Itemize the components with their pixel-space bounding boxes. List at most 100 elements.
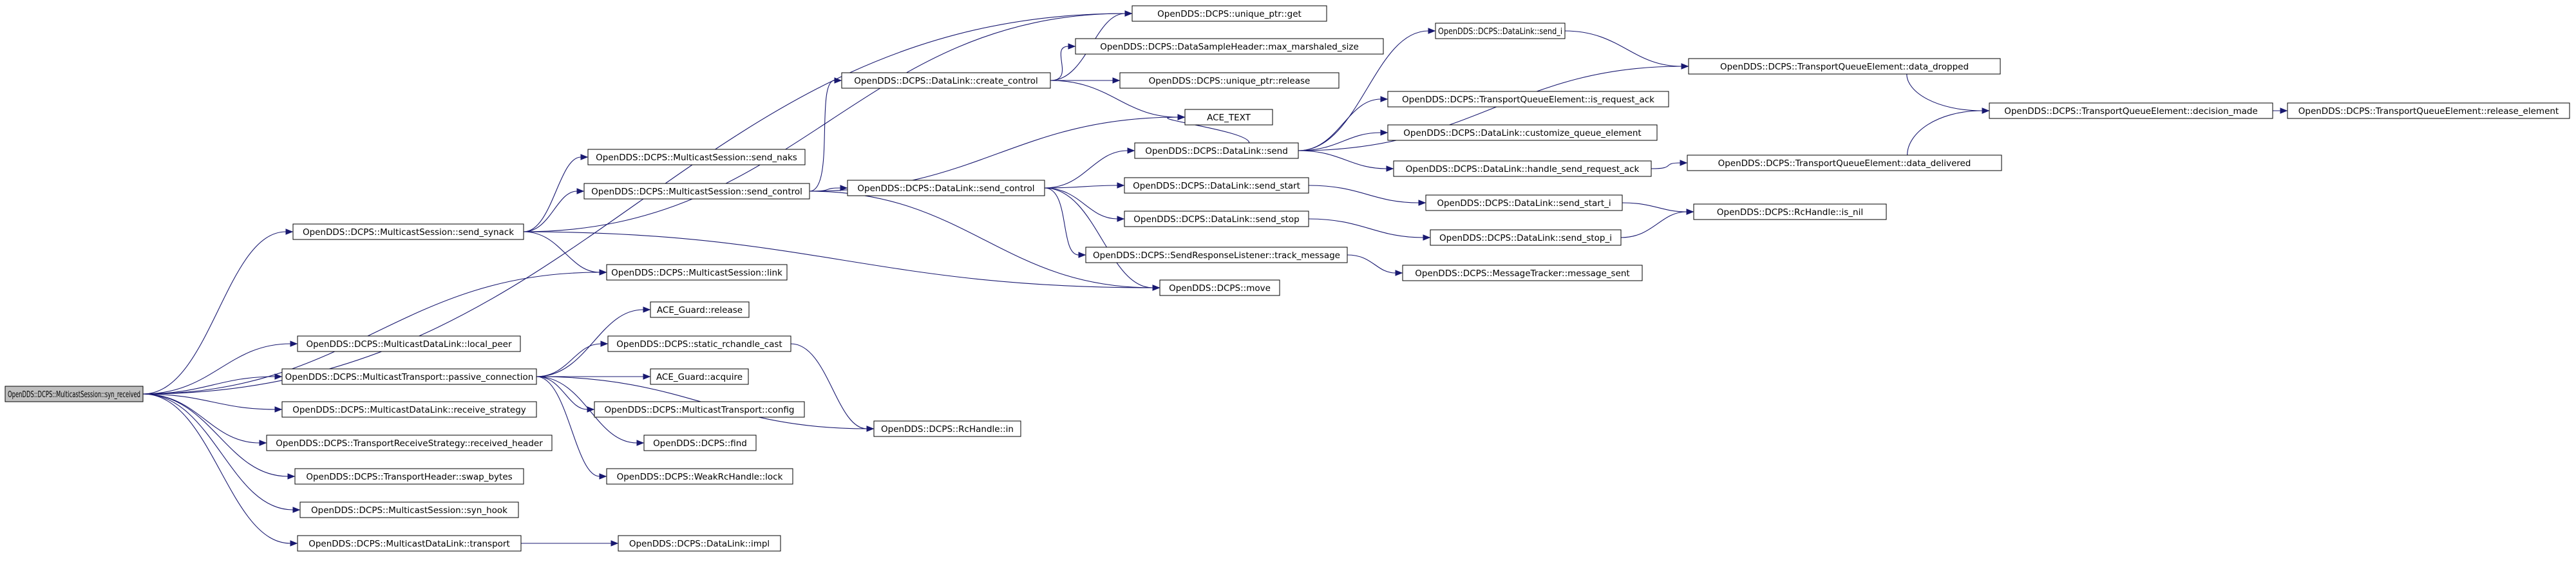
- node-decision-made[interactable]: OpenDDS::DCPS::TransportQueueElement::de…: [1989, 102, 2273, 119]
- call-edge: [1050, 46, 1069, 81]
- node-box[interactable]: [618, 535, 781, 552]
- node-box[interactable]: [297, 535, 522, 552]
- node-box[interactable]: [1687, 155, 2002, 171]
- node-send-start-i[interactable]: OpenDDS::DCPS::DataLink::send_start_i: [1425, 194, 1623, 211]
- node-box[interactable]: [607, 335, 791, 352]
- arrowhead-icon: [1112, 77, 1121, 84]
- node-box[interactable]: [1435, 23, 1566, 39]
- node-box[interactable]: [643, 435, 757, 451]
- node-box[interactable]: [847, 180, 1045, 196]
- node-box[interactable]: [1132, 5, 1327, 22]
- node-box[interactable]: [1119, 72, 1340, 89]
- node-swap-bytes[interactable]: OpenDDS::DCPS::TransportHeader::swap_byt…: [294, 468, 524, 485]
- node-box[interactable]: [1693, 203, 1887, 220]
- node-box[interactable]: [841, 72, 1051, 89]
- node-label: OpenDDS::DCPS::TransportHeader::swap_byt…: [306, 472, 512, 482]
- arrowhead-icon: [1982, 108, 1990, 114]
- node-customize-queue[interactable]: OpenDDS::DCPS::DataLink::customize_queue…: [1387, 124, 1658, 141]
- node-box[interactable]: [1430, 229, 1622, 246]
- node-mt-config[interactable]: OpenDDS::DCPS::MulticastTransport::confi…: [594, 401, 805, 418]
- node-box[interactable]: [1989, 102, 2273, 119]
- node-link[interactable]: OpenDDS::DCPS::MulticastSession::link: [606, 264, 788, 281]
- node-box[interactable]: [606, 264, 788, 281]
- node-box[interactable]: [583, 183, 810, 200]
- node-received-header[interactable]: OpenDDS::DCPS::TransportReceiveStrategy:…: [266, 435, 553, 451]
- node-send-control-dl[interactable]: OpenDDS::DCPS::DataLink::send_control: [847, 180, 1045, 196]
- node-box[interactable]: [297, 335, 521, 352]
- node-box[interactable]: [1134, 142, 1299, 159]
- node-label: ACE_Guard::acquire: [656, 372, 743, 382]
- node-label: OpenDDS::DCPS::TransportQueueElement::re…: [2298, 106, 2559, 117]
- node-send-start[interactable]: OpenDDS::DCPS::DataLink::send_start: [1124, 177, 1309, 194]
- node-box[interactable]: [1402, 265, 1643, 281]
- node-send-i[interactable]: OpenDDS::DCPS::DataLink::send_i: [1435, 23, 1566, 39]
- node-transport[interactable]: OpenDDS::DCPS::MulticastDataLink::transp…: [297, 535, 522, 552]
- node-box[interactable]: [281, 368, 537, 385]
- node-box[interactable]: [1393, 160, 1652, 177]
- node-box[interactable]: [281, 401, 537, 418]
- arrowhead-icon: [600, 341, 609, 347]
- node-message-sent[interactable]: OpenDDS::DCPS::MessageTracker::message_s…: [1402, 265, 1643, 281]
- node-create-control[interactable]: OpenDDS::DCPS::DataLink::create_control: [841, 72, 1051, 89]
- node-box[interactable]: [594, 401, 805, 418]
- node-box[interactable]: [294, 468, 524, 485]
- node-box[interactable]: [1075, 38, 1384, 55]
- node-syn-received[interactable]: OpenDDS::DCPS::MulticastSession::syn_rec…: [5, 386, 144, 402]
- node-send-naks[interactable]: OpenDDS::DCPS::MulticastSession::send_na…: [587, 149, 806, 165]
- node-track-message[interactable]: OpenDDS::DCPS::SendResponseListener::tra…: [1085, 247, 1348, 263]
- node-guard-acquire[interactable]: ACE_Guard::acquire: [650, 368, 749, 385]
- call-edge: [1651, 162, 1681, 169]
- node-label: OpenDDS::DCPS::MulticastDataLink::transp…: [308, 539, 510, 549]
- node-box[interactable]: [1124, 177, 1309, 194]
- node-box[interactable]: [650, 301, 750, 318]
- node-uptr-get[interactable]: OpenDDS::DCPS::unique_ptr::get: [1132, 5, 1327, 22]
- node-release-element[interactable]: OpenDDS::DCPS::TransportQueueElement::re…: [2287, 102, 2570, 119]
- node-passive-connection[interactable]: OpenDDS::DCPS::MulticastTransport::passi…: [281, 368, 537, 385]
- node-local-peer[interactable]: OpenDDS::DCPS::MulticastDataLink::local_…: [297, 335, 521, 352]
- node-send-stop-i[interactable]: OpenDDS::DCPS::DataLink::send_stop_i: [1430, 229, 1622, 246]
- node-box[interactable]: [299, 501, 519, 518]
- node-ace-text[interactable]: ACE_TEXT: [1184, 109, 1273, 126]
- node-is-request-ack[interactable]: OpenDDS::DCPS::TransportQueueElement::is…: [1387, 91, 1669, 108]
- call-edge: [1308, 185, 1419, 203]
- node-box[interactable]: [1688, 58, 2001, 75]
- node-dl-send[interactable]: OpenDDS::DCPS::DataLink::send: [1134, 142, 1299, 159]
- node-weak-lock[interactable]: OpenDDS::DCPS::WeakRcHandle::lock: [606, 468, 793, 485]
- node-send-stop[interactable]: OpenDDS::DCPS::DataLink::send_stop: [1124, 211, 1309, 227]
- node-box[interactable]: [1124, 211, 1309, 227]
- node-data-delivered[interactable]: OpenDDS::DCPS::TransportQueueElement::da…: [1687, 155, 2002, 171]
- node-box[interactable]: [650, 368, 749, 385]
- node-box[interactable]: [1184, 109, 1273, 126]
- node-handle-send-req-ack[interactable]: OpenDDS::DCPS::DataLink::handle_send_req…: [1393, 160, 1652, 177]
- node-send-synack[interactable]: OpenDDS::DCPS::MulticastSession::send_sy…: [292, 223, 524, 240]
- node-box[interactable]: [606, 468, 793, 485]
- node-box[interactable]: [587, 149, 806, 165]
- node-box[interactable]: [1159, 279, 1280, 296]
- node-receive-strategy[interactable]: OpenDDS::DCPS::MulticastDataLink::receiv…: [281, 401, 537, 418]
- node-box[interactable]: [1085, 247, 1348, 263]
- node-box[interactable]: [266, 435, 553, 451]
- call-edge: [809, 80, 835, 192]
- node-is-nil[interactable]: OpenDDS::DCPS::RcHandle::is_nil: [1693, 203, 1887, 220]
- node-box[interactable]: [1387, 124, 1658, 141]
- node-label: OpenDDS::DCPS::RcHandle::is_nil: [1717, 207, 1863, 218]
- node-static-rchandle-cast[interactable]: OpenDDS::DCPS::static_rchandle_cast: [607, 335, 791, 352]
- node-dcps-find[interactable]: OpenDDS::DCPS::find: [643, 435, 757, 451]
- node-box[interactable]: [292, 223, 524, 240]
- node-box[interactable]: [2287, 102, 2570, 119]
- node-max-marshaled[interactable]: OpenDDS::DCPS::DataSampleHeader::max_mar…: [1075, 38, 1384, 55]
- call-edge: [523, 13, 1126, 232]
- node-guard-release[interactable]: ACE_Guard::release: [650, 301, 750, 318]
- node-data-dropped[interactable]: OpenDDS::DCPS::TransportQueueElement::da…: [1688, 58, 2001, 75]
- node-syn-hook[interactable]: OpenDDS::DCPS::MulticastSession::syn_hoo…: [299, 501, 519, 518]
- node-uptr-release[interactable]: OpenDDS::DCPS::unique_ptr::release: [1119, 72, 1340, 89]
- call-edge: [1308, 218, 1424, 238]
- node-box[interactable]: [873, 420, 1021, 437]
- node-rc-in[interactable]: OpenDDS::DCPS::RcHandle::in: [873, 420, 1021, 437]
- node-dcps-move[interactable]: OpenDDS::DCPS::move: [1159, 279, 1280, 296]
- node-box[interactable]: [1425, 194, 1623, 211]
- node-box[interactable]: [5, 386, 144, 402]
- node-send-control-ms[interactable]: OpenDDS::DCPS::MulticastSession::send_co…: [583, 183, 810, 200]
- node-dl-impl[interactable]: OpenDDS::DCPS::DataLink::impl: [618, 535, 781, 552]
- node-box[interactable]: [1387, 91, 1669, 108]
